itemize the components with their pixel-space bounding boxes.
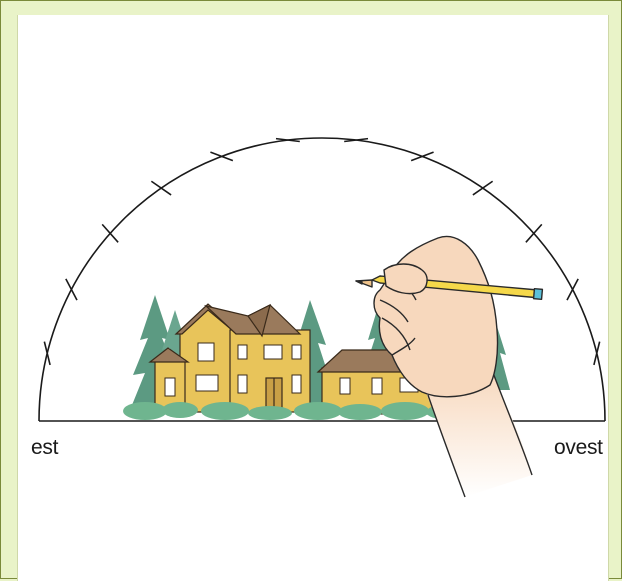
west-label: ovest bbox=[554, 436, 603, 460]
protractor-ticks bbox=[44, 139, 599, 365]
east-label: est bbox=[31, 436, 58, 460]
